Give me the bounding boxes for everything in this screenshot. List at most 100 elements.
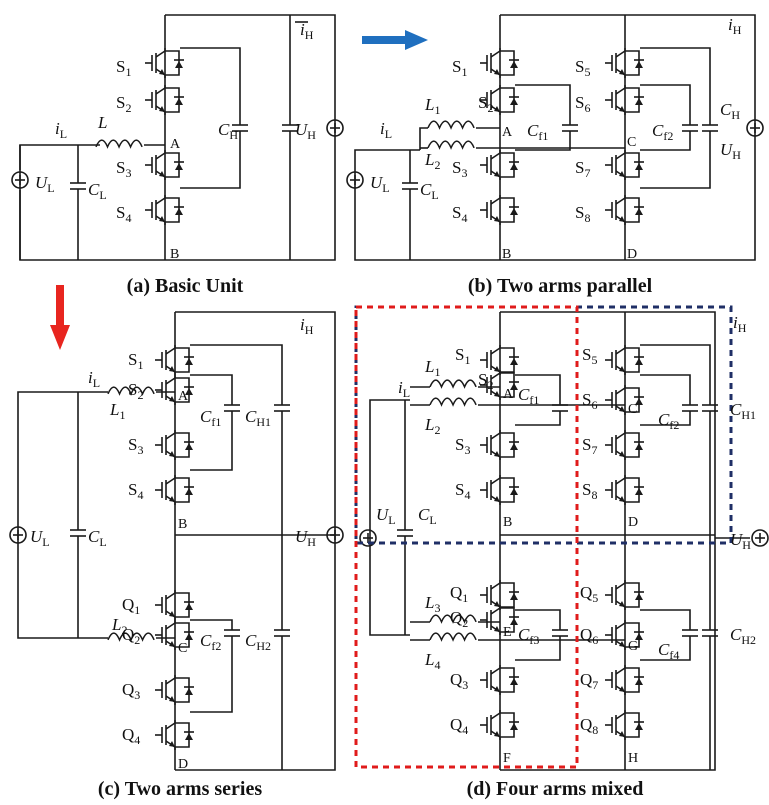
svg-text:Cf2: Cf2	[652, 121, 673, 143]
svg-text:L3: L3	[424, 593, 440, 615]
svg-text:Cf1: Cf1	[200, 407, 221, 429]
svg-text:iL: iL	[398, 378, 410, 400]
svg-text:B: B	[503, 515, 512, 530]
svg-text:S3: S3	[455, 435, 470, 457]
panel-a: S1 S2 S3 S4 iL L A B CH UH iH UL CL	[11, 14, 344, 262]
panel-b: S1 S2 S3 S4 S5 S6 S7 S8 L1 L2 iL A B C D…	[346, 14, 764, 262]
svg-text:D: D	[178, 757, 188, 772]
svg-text:iL: iL	[55, 119, 67, 141]
svg-text:iH: iH	[300, 20, 314, 42]
svg-text:E: E	[503, 625, 512, 640]
svg-text:S7: S7	[575, 158, 590, 180]
svg-text:Cf2: Cf2	[200, 631, 221, 653]
transition-arrow-right	[362, 30, 428, 50]
svg-text:iH: iH	[728, 15, 742, 37]
svg-text:S8: S8	[575, 203, 590, 225]
svg-text:S7: S7	[582, 435, 597, 457]
svg-text:UL: UL	[35, 173, 55, 195]
svg-text:S6: S6	[575, 93, 590, 115]
svg-text:Q6: Q6	[580, 625, 598, 647]
svg-text:CL: CL	[88, 180, 107, 202]
caption-c: (c) Two arms series	[98, 778, 262, 800]
svg-text:A: A	[502, 125, 513, 140]
svg-text:S1: S1	[452, 57, 467, 79]
svg-text:S2: S2	[128, 380, 143, 402]
svg-text:CH1: CH1	[730, 400, 756, 422]
svg-text:Q1: Q1	[450, 583, 468, 605]
caption-b: (b) Two arms parallel	[468, 275, 653, 297]
svg-text:CH: CH	[720, 100, 740, 122]
svg-text:B: B	[502, 247, 511, 262]
svg-text:D: D	[628, 515, 638, 530]
caption-d: (d) Four arms mixed	[467, 778, 644, 800]
svg-text:UL: UL	[370, 173, 390, 195]
svg-text:iL: iL	[380, 119, 392, 141]
svg-text:Q2: Q2	[450, 608, 468, 630]
svg-text:S5: S5	[575, 57, 590, 79]
svg-text:CH1: CH1	[245, 407, 271, 429]
svg-text:UH: UH	[720, 140, 741, 162]
svg-text:CL: CL	[418, 505, 437, 527]
svg-text:C: C	[628, 402, 637, 417]
svg-text:L2: L2	[424, 415, 440, 437]
svg-text:S2: S2	[478, 370, 493, 392]
svg-text:Q4: Q4	[122, 725, 140, 747]
svg-text:S4: S4	[128, 480, 143, 502]
svg-text:Q8: Q8	[580, 715, 598, 737]
svg-text:iH: iH	[733, 313, 747, 335]
svg-text:Cf1: Cf1	[518, 385, 539, 407]
svg-text:A: A	[503, 387, 514, 402]
svg-text:S4: S4	[455, 480, 470, 502]
svg-text:UH: UH	[295, 527, 316, 549]
panel-c: S1 S2 S3 S4 Q1 Q2 Q3 Q4 iL L1 L2 A B C D…	[9, 311, 344, 772]
svg-text:Q4: Q4	[450, 715, 468, 737]
svg-text:Q3: Q3	[450, 670, 468, 692]
svg-text:S1: S1	[128, 350, 143, 372]
svg-text:B: B	[178, 517, 187, 532]
svg-text:L2: L2	[111, 615, 127, 637]
svg-text:CH: CH	[218, 120, 238, 142]
svg-text:G: G	[628, 639, 638, 654]
svg-text:L: L	[97, 113, 107, 132]
svg-text:CL: CL	[420, 180, 439, 202]
caption-a: (a) Basic Unit	[127, 275, 244, 297]
svg-text:Q7: Q7	[580, 670, 598, 692]
svg-text:Cf2: Cf2	[658, 410, 679, 432]
svg-text:A: A	[170, 137, 181, 152]
svg-text:C: C	[178, 641, 187, 656]
svg-text:UH: UH	[295, 120, 316, 142]
label-S3: S3	[116, 158, 131, 180]
svg-text:CL: CL	[88, 527, 107, 549]
svg-text:S5: S5	[582, 345, 597, 367]
svg-text:S8: S8	[582, 480, 597, 502]
svg-text:CH2: CH2	[730, 625, 756, 647]
box-left-arms	[354, 305, 579, 769]
svg-text:B: B	[170, 247, 179, 262]
svg-text:Cf1: Cf1	[527, 121, 548, 143]
panel-d: S1 S2 S3 S4 S5 S6 S7 S8 Q1 Q2 Q3 Q4 Q5 Q…	[354, 305, 769, 771]
svg-text:A: A	[178, 389, 189, 404]
svg-text:Q1: Q1	[122, 595, 140, 617]
svg-text:L2: L2	[424, 150, 440, 172]
svg-text:D: D	[627, 247, 637, 262]
svg-text:Cf3: Cf3	[518, 625, 539, 647]
svg-text:C: C	[627, 135, 636, 150]
svg-text:iH: iH	[300, 315, 314, 337]
svg-text:iL: iL	[88, 368, 100, 390]
svg-text:UL: UL	[376, 505, 396, 527]
svg-text:S1: S1	[455, 345, 470, 367]
svg-text:L1: L1	[424, 357, 440, 379]
label-S2: S2	[116, 93, 131, 115]
label-S4: S4	[116, 203, 131, 225]
svg-text:CH2: CH2	[245, 631, 271, 653]
svg-text:Q3: Q3	[122, 680, 140, 702]
svg-text:S6: S6	[582, 390, 597, 412]
svg-text:S3: S3	[128, 435, 143, 457]
svg-text:L4: L4	[424, 650, 440, 672]
svg-text:Cf4: Cf4	[658, 640, 679, 662]
label-S1: S1	[116, 57, 131, 79]
svg-text:UL: UL	[30, 527, 50, 549]
svg-text:Q5: Q5	[580, 583, 598, 605]
svg-text:L1: L1	[424, 95, 440, 117]
